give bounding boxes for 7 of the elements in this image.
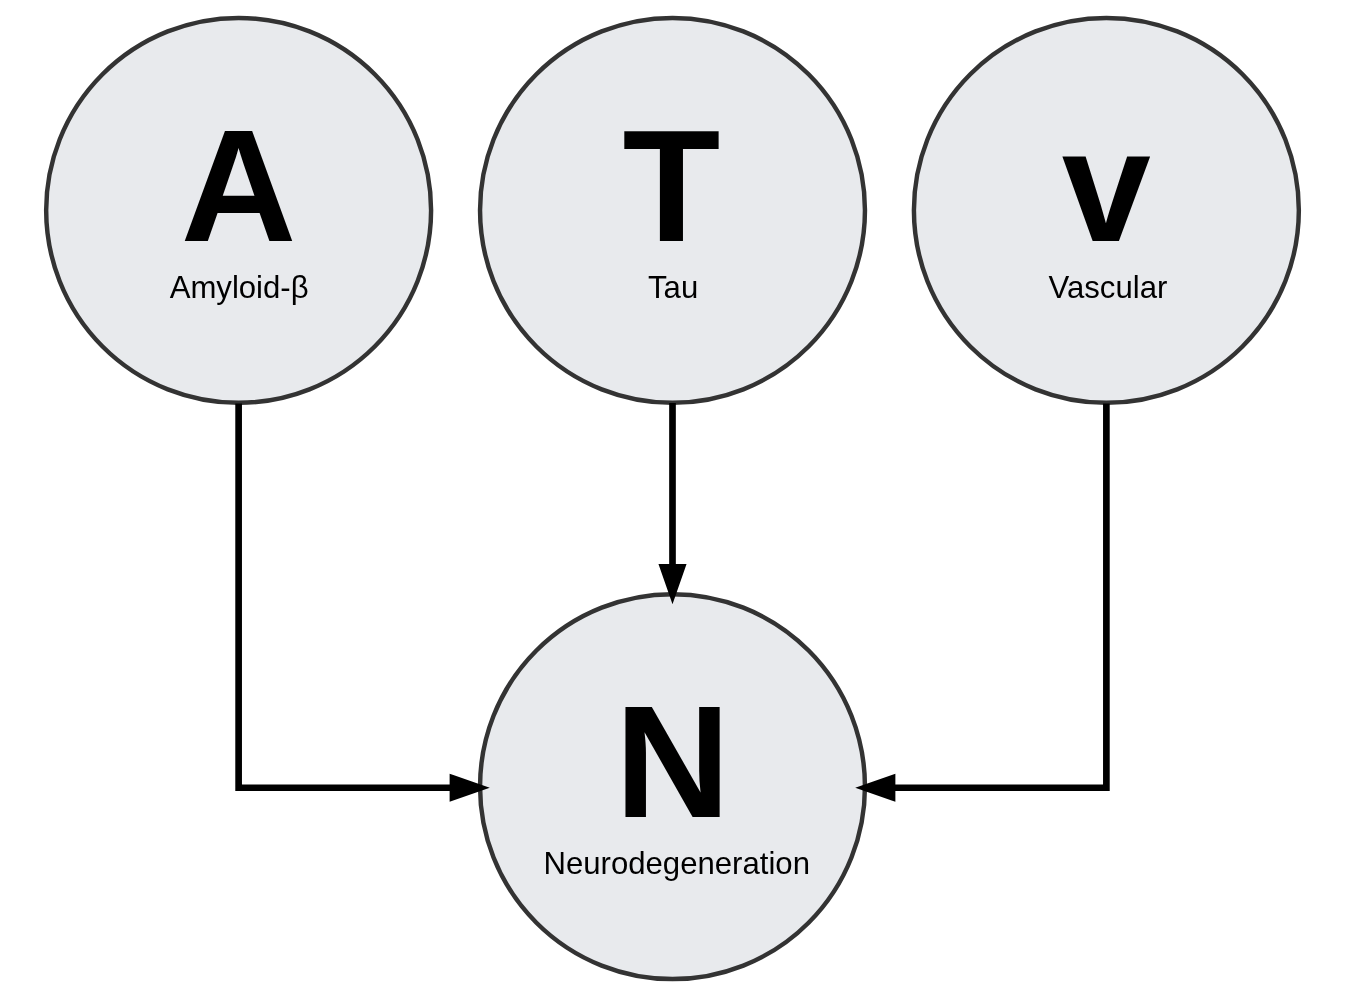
- arrow: [658, 402, 687, 604]
- node-circle: T Tau: [477, 15, 868, 405]
- arrow: [855, 402, 1110, 802]
- node-circle: N Neurodegeneration: [477, 591, 868, 981]
- arrow: [235, 402, 490, 802]
- node-circle: v Vascular: [911, 15, 1302, 405]
- node-circle: A Amyloid-β: [43, 15, 434, 405]
